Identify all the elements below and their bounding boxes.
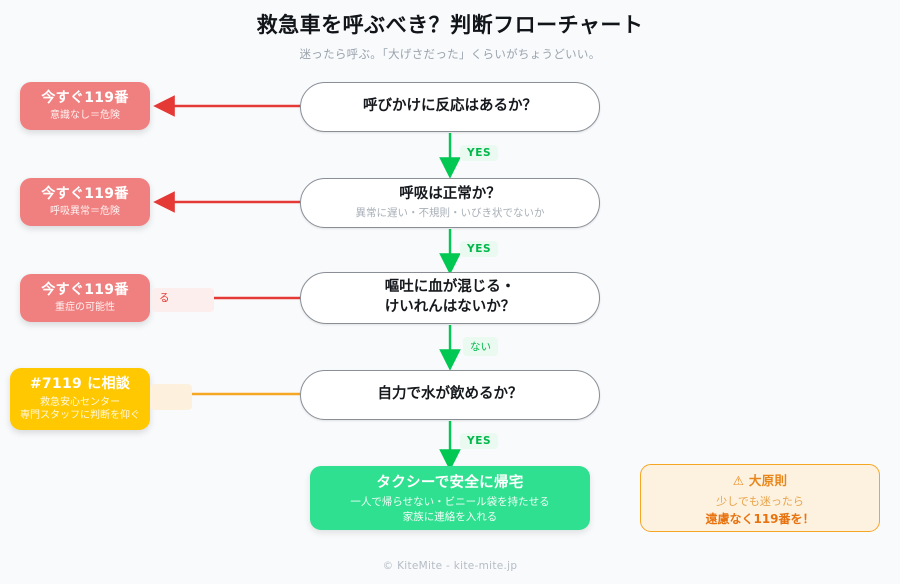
edge-label-nai: ない bbox=[463, 337, 498, 356]
outcome-severe[interactable]: 今すぐ119番 重症の可能性 bbox=[20, 274, 150, 322]
node-drink-water[interactable]: 自力で水が飲めるか？ bbox=[300, 370, 600, 420]
edge-label-yes-3: YES bbox=[460, 433, 499, 449]
terminal-title: タクシーで安全に帰宅 bbox=[376, 474, 524, 491]
node-title: 自力で水が飲めるか？ bbox=[377, 386, 523, 403]
node-title: 嘔吐に血が混じる・ bbox=[384, 279, 516, 296]
edge-label-consult-chip bbox=[150, 384, 192, 410]
outcome-title: 今すぐ119番 bbox=[41, 90, 129, 107]
outcome-title: 今すぐ119番 bbox=[41, 282, 129, 299]
note-line-2: 遠慮なく119番を！ bbox=[705, 511, 815, 526]
note-main-principle: ⚠ 大原則 少しでも迷ったら 遠慮なく119番を！ bbox=[640, 464, 880, 532]
terminal-taxi-home[interactable]: タクシーで安全に帰宅 一人で帰らせない・ビニール袋を持たせる 家族に連絡を入れる bbox=[310, 466, 590, 530]
edge-label-aru: る bbox=[152, 288, 214, 312]
terminal-subtitle: 一人で帰らせない・ビニール袋を持たせる bbox=[350, 495, 550, 508]
outcome-title: #7119 に相談 bbox=[29, 376, 131, 393]
outcome-title: 今すぐ119番 bbox=[41, 186, 129, 203]
outcome-subtitle: 救急安心センター bbox=[40, 396, 120, 408]
outcome-subtitle: 重症の可能性 bbox=[55, 302, 115, 314]
footer-credit: © KiteMite - kite-mite.jp bbox=[382, 560, 518, 572]
outcome-consult-7119[interactable]: #7119 に相談 救急安心センター 専門スタッフに判断を仰ぐ bbox=[10, 368, 150, 430]
node-title: 呼吸は正常か？ bbox=[399, 185, 501, 202]
chart-header: 救急車を呼ぶべき？判断フローチャート 迷ったら呼ぶ。「大げさだった」くらいがちょ… bbox=[0, 12, 900, 62]
outcome-abnormal-breathing[interactable]: 今すぐ119番 呼吸異常＝危険 bbox=[20, 178, 150, 226]
node-vomit-seizure[interactable]: 嘔吐に血が混じる・ けいれんはないか？ bbox=[300, 272, 600, 324]
node-title: 呼びかけに反応はあるか？ bbox=[363, 98, 537, 115]
terminal-subtitle-2: 家族に連絡を入れる bbox=[402, 511, 498, 523]
outcome-subtitle: 呼吸異常＝危険 bbox=[50, 206, 120, 218]
note-line-1: 少しでも迷ったら bbox=[716, 494, 804, 508]
page-subtitle: 迷ったら呼ぶ。「大げさだった」くらいがちょうどいい。 bbox=[299, 47, 601, 62]
node-subtitle: 異常に遅い・不規則・いびき状でないか bbox=[355, 207, 545, 220]
node-consciousness[interactable]: 呼びかけに反応はあるか？ bbox=[300, 82, 600, 132]
page-title: 救急車を呼ぶべき？判断フローチャート bbox=[256, 13, 644, 37]
note-title: ⚠ 大原則 bbox=[732, 472, 788, 488]
outcome-subtitle-2: 専門スタッフに判断を仰ぐ bbox=[20, 410, 140, 422]
outcome-subtitle: 意識なし＝危険 bbox=[50, 110, 120, 122]
edge-label-yes-2: YES bbox=[460, 241, 499, 257]
node-title-line2: けいれんはないか？ bbox=[384, 299, 516, 315]
node-breathing[interactable]: 呼吸は正常か？ 異常に遅い・不規則・いびき状でないか bbox=[300, 178, 600, 228]
outcome-no-response[interactable]: 今すぐ119番 意識なし＝危険 bbox=[20, 82, 150, 130]
edge-label-yes-1: YES bbox=[460, 145, 499, 161]
